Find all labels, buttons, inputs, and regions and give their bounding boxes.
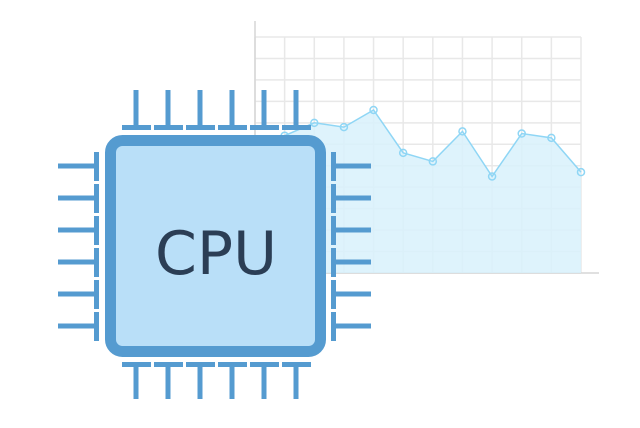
pin-top <box>293 90 299 128</box>
pin-right <box>333 291 371 297</box>
pin-base-left <box>94 248 99 277</box>
pin-bottom <box>165 364 171 399</box>
pin-top <box>261 90 267 128</box>
cpu-chip-icon <box>58 90 371 399</box>
pin-right <box>333 195 371 201</box>
pin-right <box>333 227 371 233</box>
data-point <box>428 157 438 166</box>
pin-right <box>333 163 371 169</box>
data-point <box>576 167 586 177</box>
cpu-label: CPU <box>155 219 277 289</box>
data-point <box>339 122 349 132</box>
pin-base-left <box>94 184 99 213</box>
pin-bottom <box>197 364 203 399</box>
data-point <box>310 118 319 128</box>
pin-left <box>58 227 96 233</box>
pin-left <box>58 291 96 297</box>
pin-right <box>333 323 371 329</box>
pin-right <box>333 259 371 265</box>
pin-left <box>58 323 96 329</box>
pin-base-left <box>94 152 99 181</box>
pin-top <box>133 90 139 128</box>
data-point <box>458 127 467 136</box>
pin-left <box>58 195 96 201</box>
pin-base-left <box>94 280 99 309</box>
pin-bottom <box>293 364 299 399</box>
pin-base-left <box>94 216 99 245</box>
pin-left <box>58 163 96 169</box>
chip-body <box>105 135 326 357</box>
data-point <box>369 105 378 115</box>
pin-top <box>197 90 203 128</box>
pin-top <box>165 90 171 128</box>
data-point <box>517 129 526 138</box>
series-line <box>254 108 582 178</box>
data-point <box>487 172 497 181</box>
pin-bottom <box>133 364 139 399</box>
pin-left <box>58 259 96 265</box>
data-point <box>547 133 556 143</box>
data-point <box>398 148 408 158</box>
pin-base-left <box>94 312 99 341</box>
pin-bottom <box>261 364 267 399</box>
pin-bottom <box>229 364 235 399</box>
pin-top <box>229 90 235 128</box>
